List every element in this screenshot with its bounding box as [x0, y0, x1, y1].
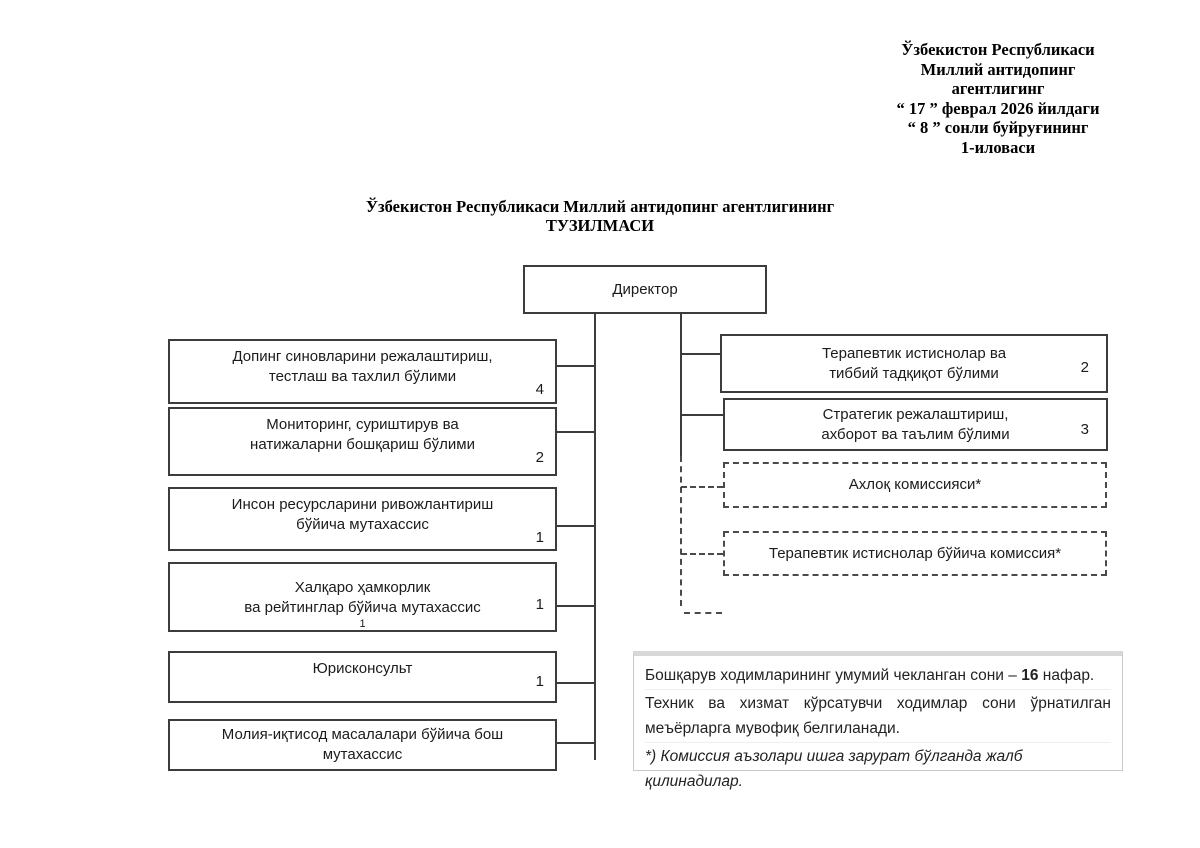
org-box-label: Инсон ресурсларини ривожлантириш бўйича …	[170, 489, 555, 535]
org-box-finance-chief-specialist: Молия-иқтисод масалалари бўйича бош мута…	[168, 719, 557, 771]
org-box-line: Терапевтик истиснолар бўйича комиссия*	[768, 544, 1062, 562]
technical-staff-note: Техник ва хизмат кўрсатувчи ходимлар сон…	[645, 691, 1111, 743]
org-box-label: Халқаро ҳамкорлик ва рейтинглар бўйича м…	[170, 564, 555, 618]
org-box-line: Ахлоқ комиссияси*	[848, 476, 982, 493]
connector-stub	[557, 525, 594, 527]
staffing-note-block: Бошқарув ходимларининг умумий чекланган …	[633, 651, 1123, 790]
org-box-line: Мониторинг, суриштирув ва	[266, 416, 459, 433]
org-box-therapeutic-exemptions-department: Терапевтик истиснолар ва тиббий тадқиқот…	[720, 334, 1108, 393]
connector-left-trunk	[594, 314, 596, 760]
commission-footnote: *) Комиссия аъзолари ишга зарурат бўлган…	[645, 748, 1023, 790]
org-box-line: мутахассис	[322, 746, 403, 763]
connector-stub	[557, 742, 594, 744]
connector-stub	[557, 431, 594, 433]
connector-stub-dashed	[684, 612, 722, 614]
org-box-line: Терапевтик истиснолар ва	[821, 344, 1007, 362]
org-box-label: Директор	[612, 280, 678, 298]
org-box-label: Ахлоқ комиссияси*	[725, 475, 1105, 495]
order-note-line: агентлигинг	[951, 79, 1045, 98]
org-box-director: Директор	[523, 265, 767, 314]
note-text: нафар.	[1038, 667, 1095, 684]
org-box-line: ахборот ва таълим бўлими	[821, 425, 1010, 443]
connector-stub	[681, 414, 723, 416]
staff-count: 1	[535, 529, 544, 546]
order-note-line: Миллий антидопинг	[920, 59, 1076, 79]
org-box-line: Инсон ресурсларини ривожлантириш	[231, 496, 494, 513]
staff-count: 2	[535, 449, 544, 466]
org-box-line: ва рейтинглар бўйича мутахассис	[244, 599, 481, 616]
staff-total-count: 16	[1021, 667, 1039, 684]
note-text: Бошқарув ходимларининг умумий чекланган …	[645, 667, 1022, 684]
order-reference-note: Ўзбекистон Республикаси Миллий антидопин…	[845, 40, 1151, 157]
page-title-line1: Ўзбекистон Республикаси Миллий антидопин…	[365, 197, 835, 216]
org-box-legal-counsel: Юрисконсульт 1	[168, 651, 557, 703]
connector-stub	[681, 353, 720, 355]
connector-right-trunk	[680, 314, 682, 456]
org-box-label: Стратегик режалаштириш, ахборот ва таъли…	[725, 405, 1106, 445]
connector-right-trunk-dashed	[680, 456, 682, 606]
org-box-line: Халқаро ҳамкорлик	[294, 579, 431, 596]
org-box-label: Допинг синовларини режалаштириш, тестлаш…	[170, 341, 555, 387]
staff-count: 4	[535, 381, 544, 398]
org-box-line: Юрисконсульт	[312, 660, 413, 677]
org-box-line: Стратегик режалаштириш,	[822, 405, 1009, 423]
org-box-line: тестлаш ва тахлил бўлими	[268, 368, 457, 385]
org-box-line: Допинг синовларини режалаштириш,	[232, 348, 493, 365]
order-note-line: 1-иловаси	[960, 137, 1036, 157]
org-box-hr-specialist: Инсон ресурсларини ривожлантириш бўйича …	[168, 487, 557, 551]
org-box-label: Мониторинг, суриштирув ва натижаларни бо…	[170, 409, 555, 455]
staffing-total-note: Бошқарув ходимларининг умумий чекланган …	[645, 663, 1111, 690]
connector-stub	[557, 365, 594, 367]
org-box-ethics-commission: Ахлоқ комиссияси*	[723, 462, 1107, 508]
org-box-line: натижаларни бошқариш бўлими	[250, 436, 475, 453]
connector-stub	[557, 682, 594, 684]
order-note-line: Ўзбекистон Республикаси	[901, 40, 1095, 59]
org-box-international-cooperation-specialist: Халқаро ҳамкорлик ва рейтинглар бўйича м…	[168, 562, 557, 632]
org-box-label: Молия-иқтисод масалалари бўйича бош мута…	[170, 721, 555, 765]
stray-mark: 1	[359, 618, 366, 630]
connector-stub-dashed	[681, 486, 723, 488]
staff-count: 2	[1080, 359, 1089, 376]
staff-count: 1	[535, 596, 544, 613]
org-box-therapeutic-exemptions-commission: Терапевтик истиснолар бўйича комиссия*	[723, 531, 1107, 576]
org-box-line: бўйича мутахассис	[296, 516, 429, 533]
staff-count: 3	[1080, 421, 1089, 438]
org-box-line: тиббий тадқиқот бўлими	[829, 364, 999, 382]
order-note-line: “ 8 ” сонли буйруғининг	[907, 118, 1089, 137]
staff-count: 1	[535, 673, 544, 690]
connector-stub	[557, 605, 594, 607]
org-box-strategic-planning-department: Стратегик режалаштириш, ахборот ва таъли…	[723, 398, 1108, 451]
org-box-doping-testing-department: Допинг синовларини режалаштириш, тестлаш…	[168, 339, 557, 404]
org-box-monitoring-department: Мониторинг, суриштирув ва натижаларни бо…	[168, 407, 557, 476]
org-box-label: Юрисконсульт	[170, 653, 555, 679]
page-title: Ўзбекистон Республикаси Миллий антидопин…	[150, 197, 1050, 235]
page-title-line2: ТУЗИЛМАСИ	[545, 216, 655, 235]
org-box-label: Терапевтик истиснолар ва тиббий тадқиқот…	[722, 344, 1106, 384]
order-note-line: “ 17 ” феврал 2026 йилдаги	[896, 98, 1100, 118]
connector-stub-dashed	[681, 553, 723, 555]
org-box-line: Молия-иқтисод масалалари бўйича бош	[221, 726, 504, 743]
org-box-label: Терапевтик истиснолар бўйича комиссия*	[725, 544, 1105, 564]
